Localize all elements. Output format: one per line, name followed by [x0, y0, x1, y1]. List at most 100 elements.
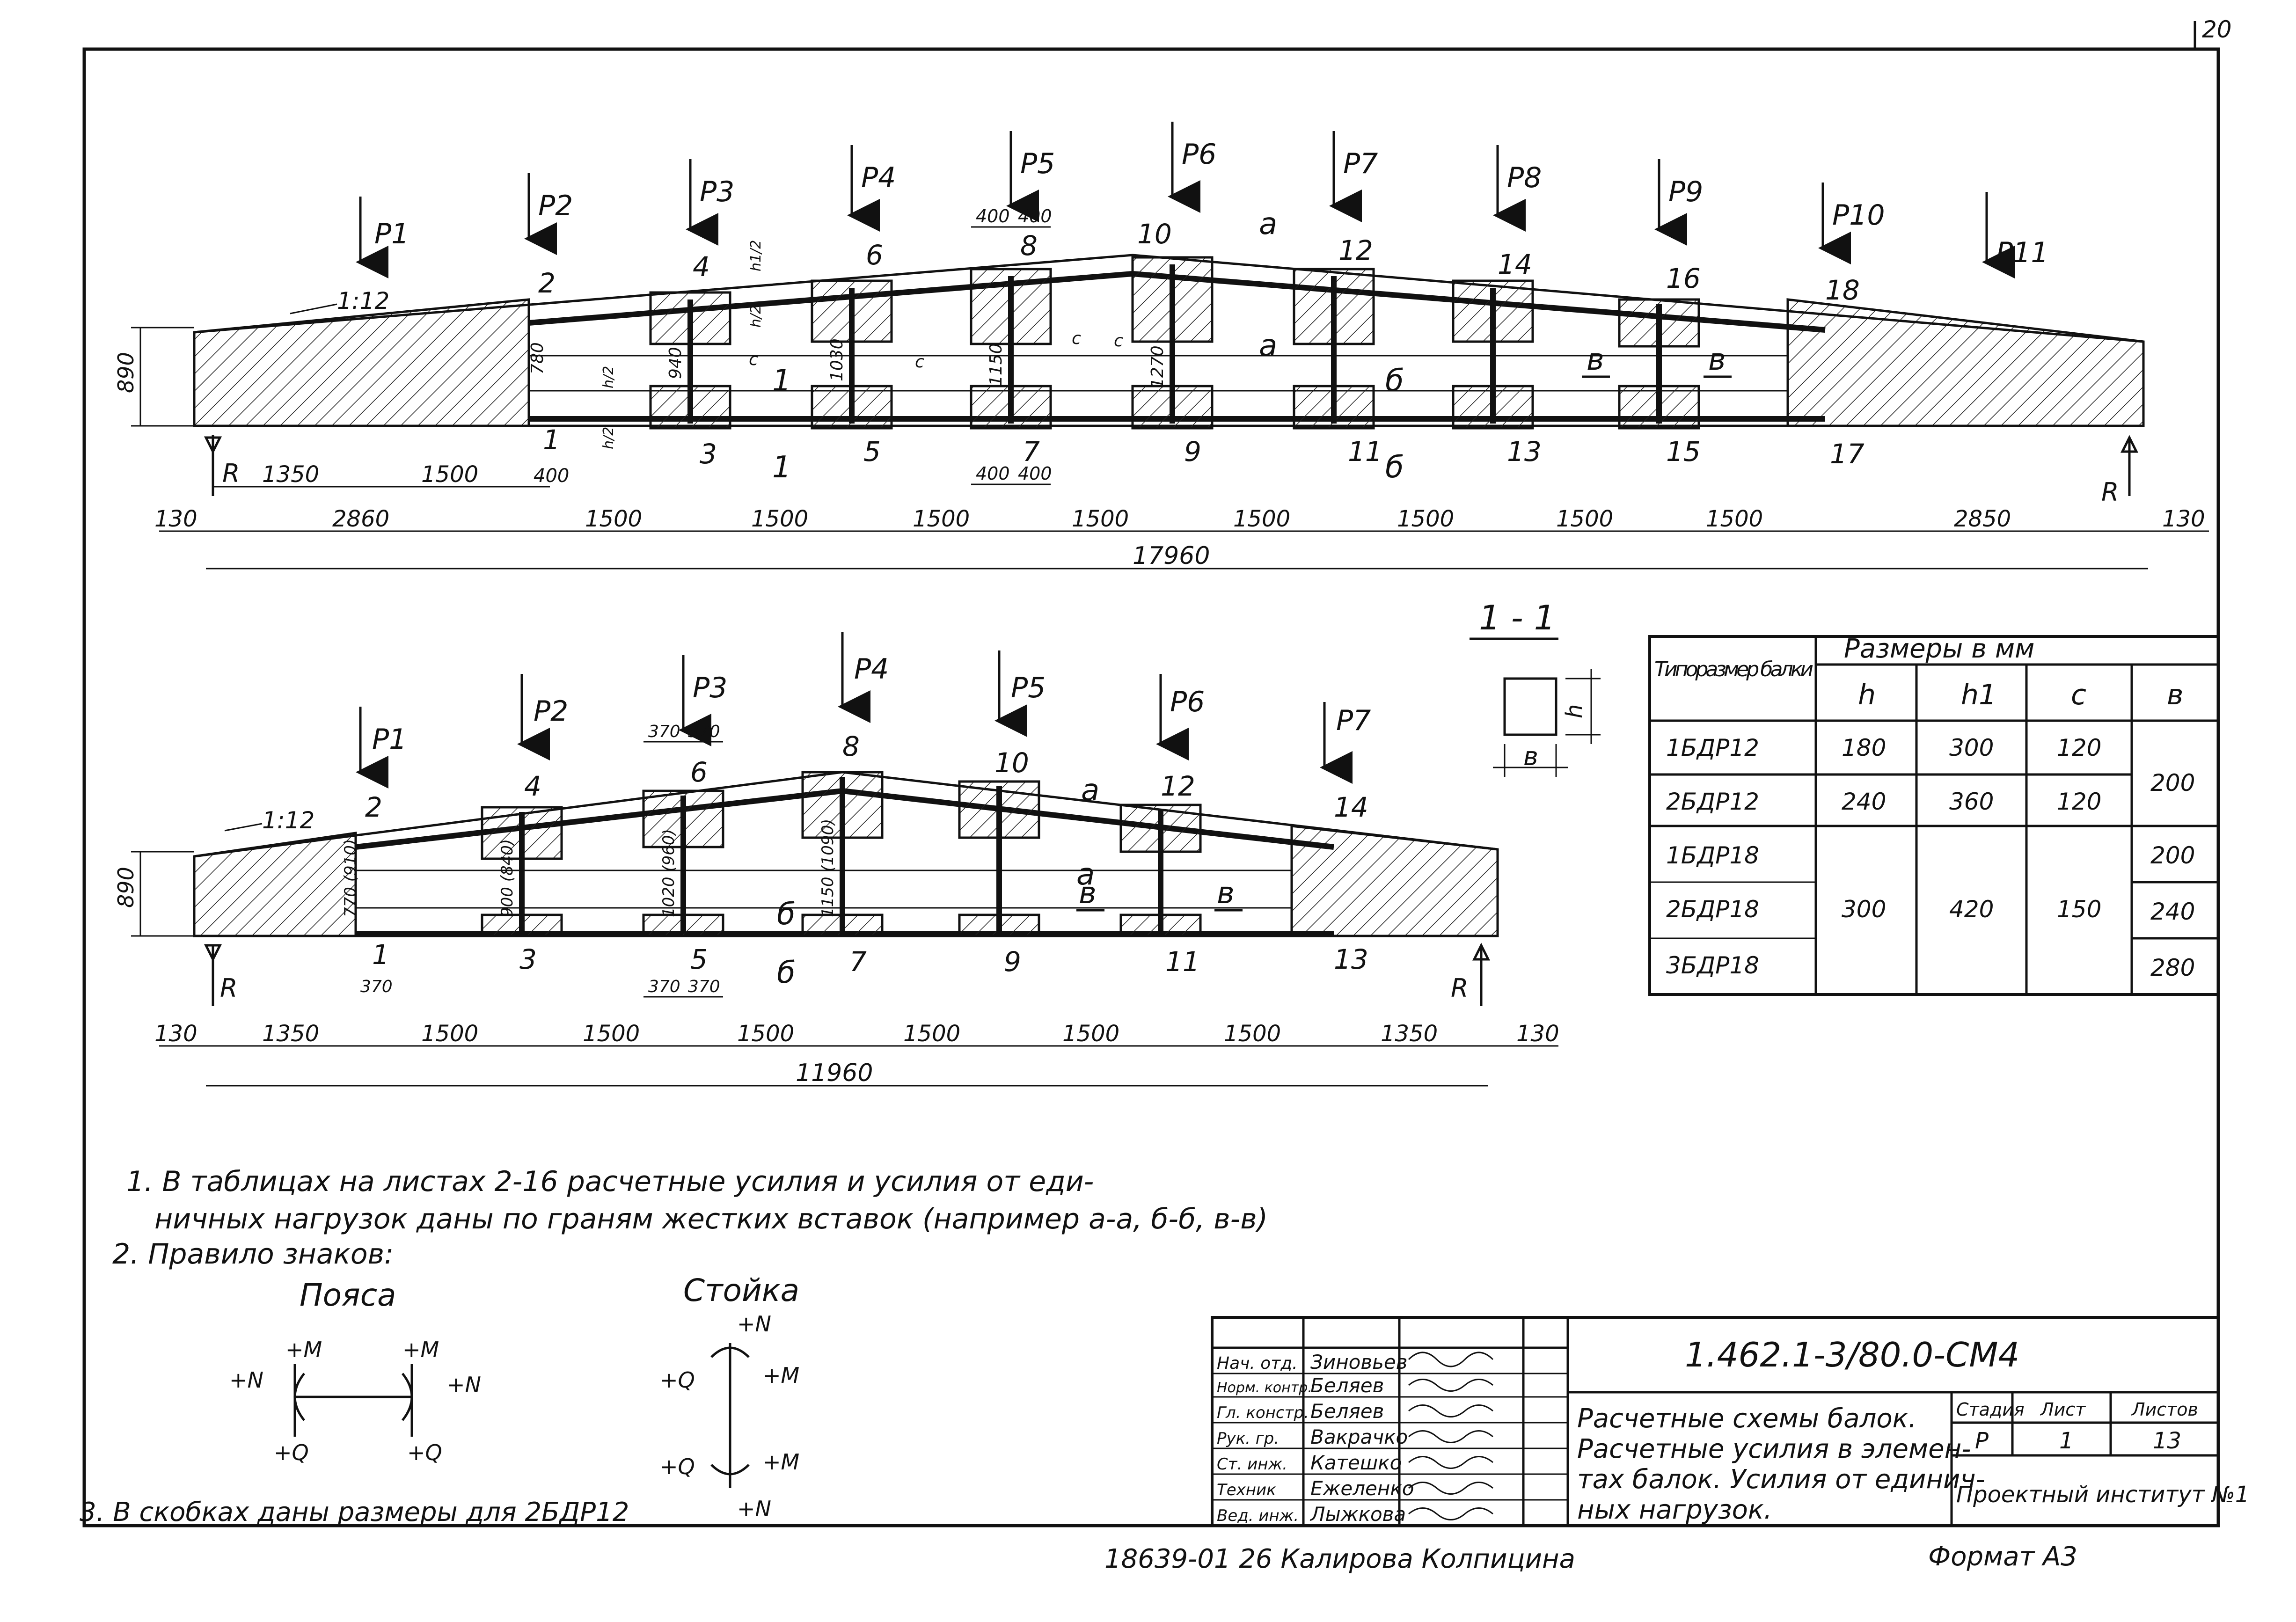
svg-text:б: б — [777, 897, 795, 932]
svg-text:130: 130 — [2162, 506, 2205, 532]
svg-text:h1: h1 — [1961, 679, 1996, 711]
svg-text:200: 200 — [2150, 769, 2195, 796]
svg-text:420: 420 — [1949, 896, 1994, 923]
svg-text:+N: +N — [737, 1311, 771, 1337]
svg-text:6: 6 — [690, 756, 708, 788]
total-length: 17960 — [1133, 542, 1210, 570]
svg-text:1030: 1030 — [827, 338, 847, 381]
load-label: P3 — [700, 175, 734, 208]
svg-text:1270: 1270 — [1148, 345, 1167, 388]
svg-text:1350: 1350 — [1381, 1021, 1438, 1047]
svg-text:Ст. инж.: Ст. инж. — [1217, 1455, 1287, 1474]
svg-text:400: 400 — [1018, 463, 1052, 484]
svg-text:+M: +M — [402, 1337, 439, 1362]
svg-text:120: 120 — [2057, 788, 2101, 815]
svg-text:Пояса: Пояса — [300, 1277, 396, 1313]
load-label: P6 — [1182, 138, 1216, 171]
svg-text:1: 1 — [772, 364, 791, 398]
svg-text:+N: +N — [737, 1496, 771, 1521]
table-header-type: Типоразмер балки — [1654, 658, 1813, 681]
beam-top: P1 P2 P3 P4 P5 P6 P7 P8 P9 P10 P11 1:12 … — [113, 122, 2209, 570]
svg-text:1350: 1350 — [262, 461, 319, 488]
svg-text:б: б — [1385, 450, 1404, 485]
svg-text:15: 15 — [1666, 436, 1701, 468]
svg-text:13: 13 — [2153, 1428, 2181, 1454]
load-label: P11 — [1996, 236, 2049, 269]
load-label: P1 — [374, 218, 409, 250]
svg-text:1150 (1090): 1150 (1090) — [819, 819, 837, 917]
svg-text:1500: 1500 — [1062, 1021, 1119, 1047]
svg-text:Беляев: Беляев — [1310, 1400, 1384, 1423]
svg-text:h/2: h/2 — [748, 305, 764, 328]
svg-text:R: R — [220, 973, 238, 1003]
svg-text:в: в — [1523, 742, 1538, 771]
dimensions-table: Типоразмер балки Размеры в мм h h1 c в 1… — [1648, 634, 2220, 996]
svg-text:400: 400 — [534, 465, 569, 487]
svg-text:Лист: Лист — [2040, 1399, 2086, 1420]
svg-text:400: 400 — [976, 463, 1010, 484]
svg-text:h: h — [1561, 704, 1587, 718]
svg-text:9: 9 — [1004, 946, 1021, 978]
svg-text:1БДР18: 1БДР18 — [1666, 842, 1759, 869]
svg-text:+M: +M — [763, 1449, 799, 1475]
svg-text:280: 280 — [2150, 954, 2195, 981]
svg-text:1500: 1500 — [1072, 506, 1129, 532]
svg-text:h/2: h/2 — [600, 366, 617, 388]
svg-text:h: h — [1858, 679, 1876, 711]
svg-text:12: 12 — [1161, 770, 1195, 802]
svg-text:2БДР18: 2БДР18 — [1666, 896, 1759, 923]
svg-text:130: 130 — [154, 1021, 197, 1047]
svg-text:h1/2: h1/2 — [748, 240, 764, 271]
svg-text:370: 370 — [688, 977, 720, 996]
svg-text:R: R — [1451, 973, 1469, 1003]
svg-text:11: 11 — [1165, 946, 1200, 978]
svg-text:+Q: +Q — [660, 1367, 695, 1393]
beam-top-nodes: 2 4 6 8 10 12 14 16 18 1 3 5 7 9 11 13 1… — [538, 218, 1865, 470]
svg-text:780: 780 — [528, 342, 547, 374]
svg-text:1БДР12: 1БДР12 — [1666, 734, 1759, 761]
svg-text:1500: 1500 — [737, 1021, 794, 1047]
svg-text:370: 370 — [688, 722, 720, 741]
svg-text:940: 940 — [666, 347, 685, 379]
svg-text:370: 370 — [648, 722, 680, 741]
svg-text:1. В таблицах на листах 2-16 р: 1. В таблицах на листах 2-16 расчетные у… — [126, 1165, 1094, 1198]
svg-text:8: 8 — [842, 731, 860, 762]
svg-text:c: c — [749, 350, 758, 369]
svg-text:Гл. констр.: Гл. констр. — [1217, 1403, 1309, 1422]
svg-text:5: 5 — [690, 943, 708, 975]
svg-text:11: 11 — [1348, 436, 1382, 468]
svg-text:Катешко: Катешко — [1310, 1451, 1402, 1474]
svg-text:а: а — [1259, 207, 1277, 241]
svg-text:4: 4 — [693, 251, 710, 283]
svg-text:Расчетные усилия в элемен-: Расчетные усилия в элемен- — [1577, 1434, 1971, 1464]
svg-text:130: 130 — [1516, 1021, 1559, 1047]
svg-text:Техник: Техник — [1217, 1481, 1276, 1499]
svg-text:370: 370 — [648, 977, 680, 996]
svg-text:Вакрачко: Вакрачко — [1310, 1425, 1408, 1448]
svg-text:h/2: h/2 — [600, 427, 617, 449]
svg-text:тах балок. Усилия от единич-: тах балок. Усилия от единич- — [1577, 1464, 1985, 1495]
svg-text:400: 400 — [976, 206, 1010, 226]
svg-text:Р: Р — [1975, 1428, 1989, 1454]
svg-text:370: 370 — [360, 977, 393, 996]
drawing-code: 1.462.1-3/80.0-СМ4 — [1685, 1335, 2019, 1374]
svg-text:1500: 1500 — [583, 1021, 640, 1047]
svg-text:Норм. контр.: Норм. контр. — [1217, 1380, 1312, 1396]
svg-text:в: в — [1217, 876, 1235, 911]
svg-text:P5: P5 — [1011, 672, 1046, 704]
svg-text:240: 240 — [2150, 898, 2195, 925]
svg-text:P7: P7 — [1336, 704, 1371, 737]
svg-text:7: 7 — [1023, 436, 1040, 468]
footer-signatures: 18639-01 26 Калирова Колпицина — [1104, 1544, 1575, 1574]
svg-text:c: c — [2071, 679, 2086, 711]
format-label: Формат А3 — [1928, 1542, 2077, 1572]
svg-text:13: 13 — [1334, 943, 1368, 975]
notes: 1. В таблицах на листах 2-16 расчетные у… — [80, 1165, 1268, 1527]
svg-text:11960: 11960 — [796, 1059, 873, 1087]
svg-text:c: c — [915, 352, 924, 372]
svg-text:1: 1 — [372, 939, 389, 971]
svg-text:2: 2 — [365, 791, 382, 823]
svg-text:2БДР12: 2БДР12 — [1666, 788, 1759, 815]
svg-text:13: 13 — [1507, 436, 1542, 468]
svg-text:10: 10 — [994, 747, 1029, 779]
